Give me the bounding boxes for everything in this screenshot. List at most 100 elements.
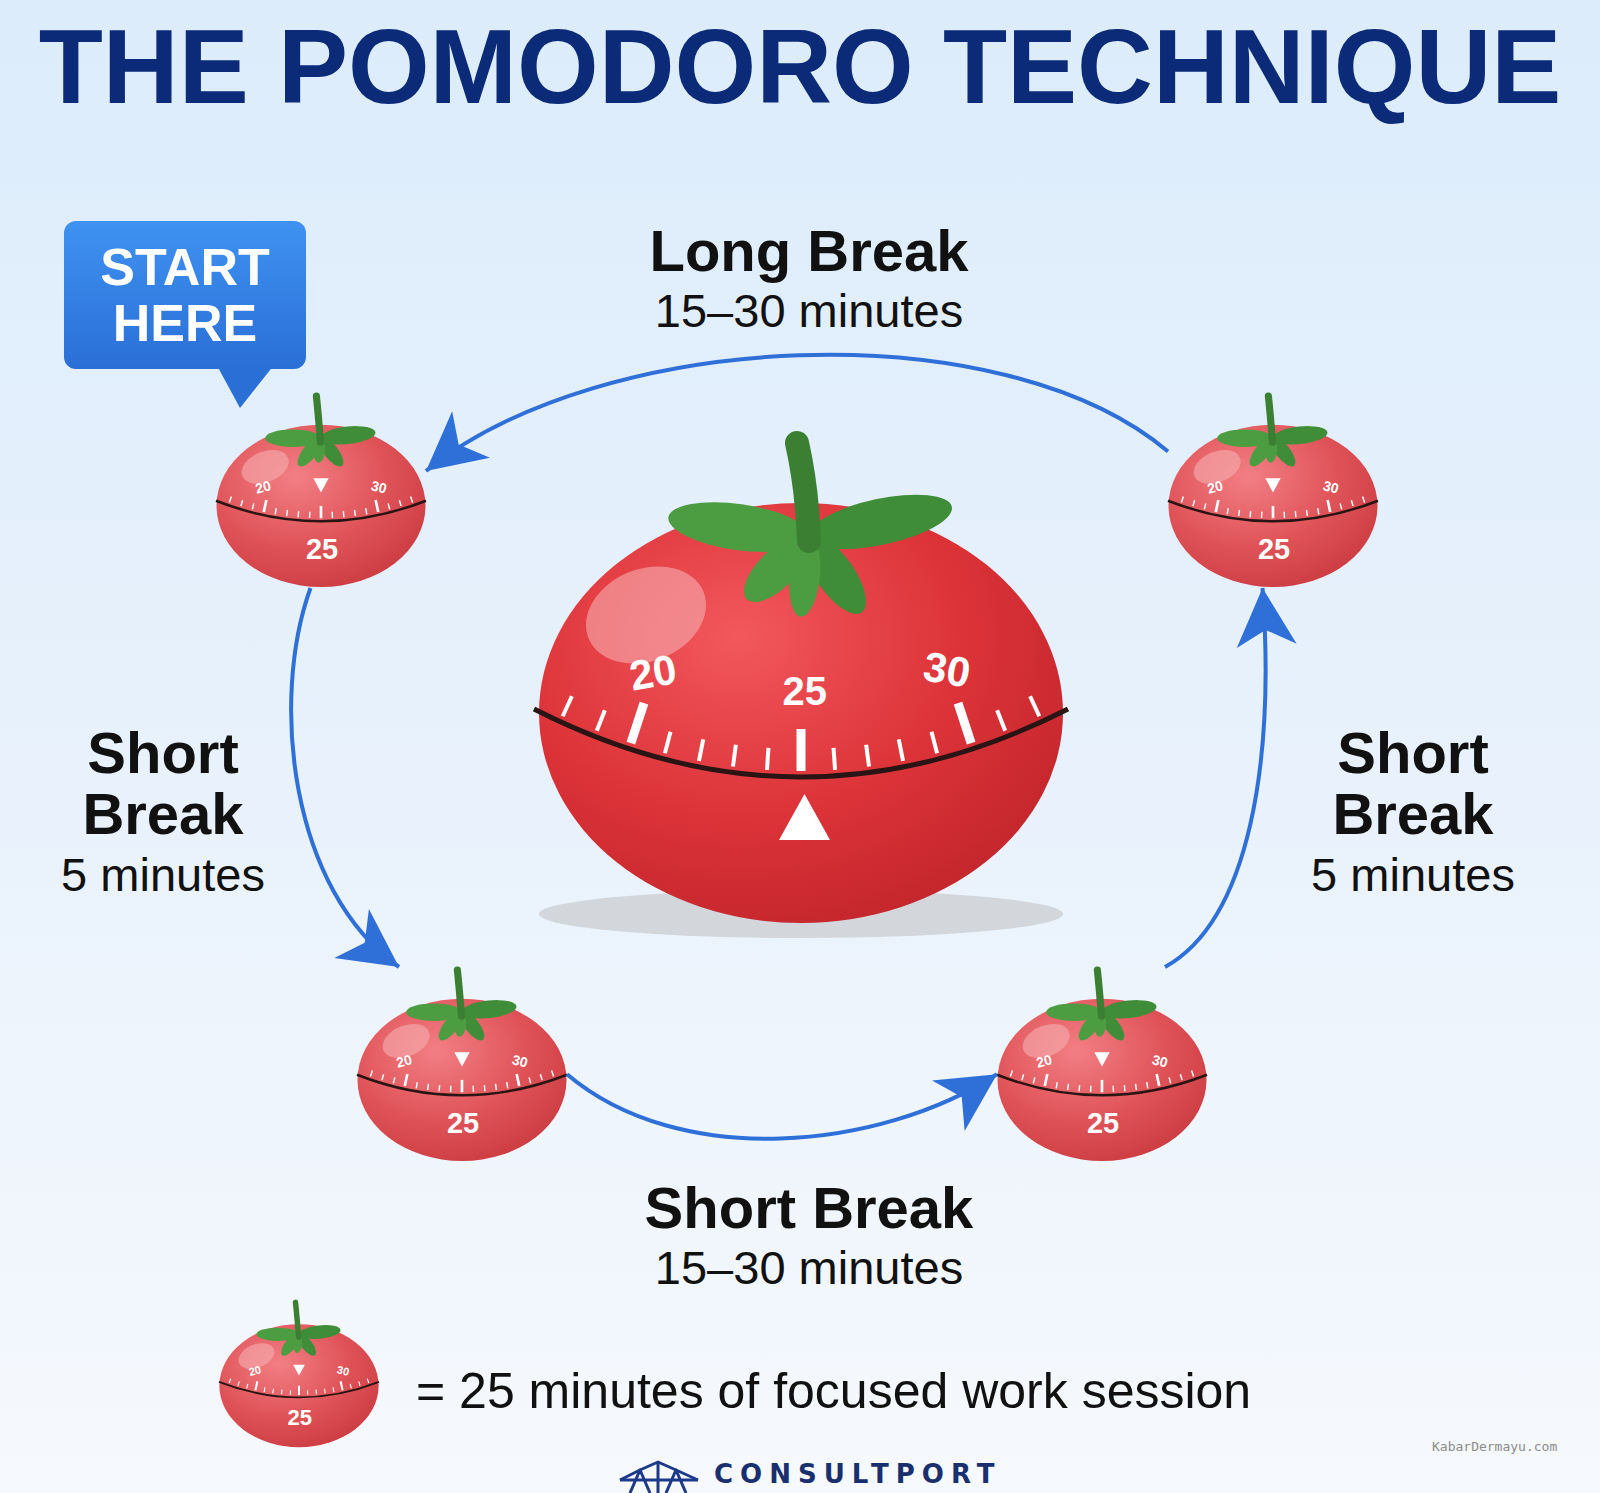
dial-tick: [1135, 1084, 1137, 1090]
dial-tick: [1318, 508, 1319, 514]
dial-tick: [529, 1077, 531, 1083]
dial-line: [216, 501, 426, 522]
connector: [567, 1074, 997, 1139]
brand-name: CONSULTPORT: [714, 1459, 1014, 1489]
dial-marker: [454, 1052, 469, 1066]
dial-tick: [1157, 1074, 1160, 1086]
dial-tick: [1249, 511, 1251, 517]
dial-tick: [281, 1390, 282, 1395]
connector-line: [567, 1074, 997, 1139]
dial-tick: [359, 1381, 360, 1385]
dial-number: 20: [626, 648, 679, 697]
dial-number: 30: [1151, 1052, 1170, 1069]
dial-tick: [264, 1387, 266, 1392]
logo-line: [620, 1462, 698, 1493]
dial-line: [357, 1075, 567, 1096]
dial-tick: [1056, 1082, 1057, 1088]
dial-tick: [290, 1390, 291, 1395]
dial-tick: [405, 1074, 408, 1086]
dial-tick: [382, 1074, 384, 1080]
duration-label: 15–30 minutes: [559, 1242, 1059, 1294]
dial-tick: [1147, 1082, 1148, 1088]
dial-marker: [293, 1365, 305, 1376]
callout-text: START HERE: [74, 239, 296, 351]
tomato-body: [219, 1324, 378, 1447]
dial-tick: [255, 1381, 257, 1390]
dial-tick: [238, 1381, 239, 1385]
dial-line: [997, 1075, 1207, 1096]
dial-number: 30: [511, 1052, 530, 1069]
tomato-body: [358, 999, 567, 1161]
tomato-stem: [1268, 396, 1272, 442]
dial-number: 20: [254, 478, 273, 495]
tomato-stem: [457, 970, 461, 1016]
dial-tick: [1261, 512, 1263, 518]
edge-label: Short Break: [559, 1177, 1059, 1238]
dial-tick: [350, 1384, 351, 1389]
dial-tick: [1192, 1071, 1194, 1077]
connector: [291, 588, 399, 967]
connector-line: [1165, 588, 1266, 967]
dial-tick: [366, 508, 367, 514]
duration-label: 5 minutes: [43, 849, 283, 901]
dial-tick: [333, 1387, 335, 1392]
dial-tick: [252, 503, 254, 509]
dial-number: 25: [447, 1109, 479, 1138]
dial-tick: [320, 506, 323, 518]
dial-tick: [1283, 512, 1285, 518]
dial-number: 25: [306, 535, 338, 564]
dial-tick: [997, 710, 1005, 730]
dial-tick: [699, 739, 703, 761]
dial-tick: [341, 1381, 343, 1390]
dial-tick: [370, 1071, 372, 1077]
dial-tick: [427, 1084, 429, 1090]
tomato-timer: 203025: [216, 393, 426, 588]
dial-tick: [1340, 503, 1342, 509]
dial-tick: [1090, 1086, 1092, 1092]
dial-tick: [416, 1082, 417, 1088]
dial-number: 30: [920, 645, 973, 694]
dial-tick: [1101, 1080, 1104, 1092]
dial-number: 20: [1206, 478, 1225, 495]
dial-tick: [1238, 510, 1240, 516]
dial-tick: [309, 512, 311, 518]
dial-tick: [631, 703, 644, 743]
dial-tick: [331, 512, 333, 518]
dial-number: 20: [1035, 1052, 1054, 1069]
dial-tick: [315, 1390, 316, 1395]
arrow-head: [932, 1074, 997, 1131]
dial-number: 25: [1087, 1109, 1119, 1138]
dial-tick: [597, 710, 605, 730]
dial-tick: [495, 1084, 497, 1090]
dial-marker: [1265, 478, 1280, 492]
duration-label: 15–30 minutes: [559, 285, 1059, 337]
dial-tick: [367, 1379, 369, 1383]
dial-tick: [229, 497, 231, 503]
tomato-timer: 203025: [1168, 393, 1378, 588]
dial-tick: [1030, 696, 1039, 716]
tomato-stem: [295, 1302, 298, 1337]
tomato-body: [1169, 425, 1378, 587]
dial-tick: [1010, 1071, 1012, 1077]
dial-tick: [450, 1086, 452, 1092]
dial-number: 25: [288, 1407, 312, 1429]
dial-number: 30: [1322, 478, 1341, 495]
tomato-timer: 20 30 25: [997, 967, 1207, 1162]
tomato-stem: [316, 396, 320, 442]
dial-tick: [540, 1074, 542, 1080]
dial-tick: [438, 1085, 440, 1091]
dial-tick: [517, 1074, 520, 1086]
dial-tick: [1351, 500, 1353, 506]
dial-tick: [324, 1389, 326, 1394]
dial-marker: [1094, 1052, 1109, 1066]
legend-text: = 25 minutes of focused work session: [416, 1363, 1251, 1419]
dial-tick: [1216, 500, 1219, 512]
dial-tick: [1306, 510, 1308, 516]
dial-tick: [388, 503, 390, 509]
dial-tick: [411, 497, 413, 503]
connector-line: [291, 588, 399, 967]
dial-tick: [275, 508, 276, 514]
dial-tick: [343, 511, 345, 517]
arrow-head: [1237, 588, 1297, 648]
connector: [1165, 588, 1297, 967]
